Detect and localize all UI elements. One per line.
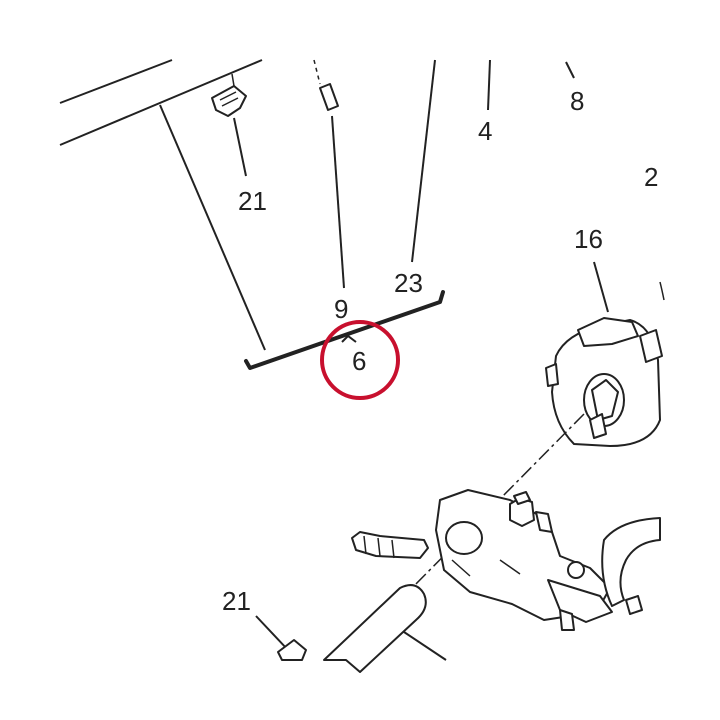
callout-label-16: 16 — [574, 224, 603, 254]
assembly-axis-line — [409, 413, 585, 591]
handlebar-bracket — [59, 59, 266, 351]
handlebar-tube — [323, 584, 447, 673]
highlight-ring — [320, 320, 400, 400]
pin-part-9 — [313, 59, 345, 289]
clip-part-21-top — [211, 73, 247, 177]
clip-part-21-bottom — [255, 615, 307, 661]
callout-label-8: 8 — [570, 86, 584, 116]
switch-housing-part-16 — [545, 261, 665, 447]
callout-label-6: 6 — [352, 346, 366, 376]
callout-label-4: 4 — [478, 116, 492, 146]
callout-label-21-top: 21 — [238, 186, 267, 216]
plunger-rod — [351, 531, 429, 559]
callout-label-9: 9 — [334, 294, 348, 324]
leader-line-8 — [565, 61, 575, 79]
leader-line-4 — [487, 59, 491, 111]
master-cylinder-body — [435, 489, 661, 631]
callout-label-21-bottom: 21 — [222, 586, 251, 616]
callout-label-23: 23 — [394, 268, 423, 298]
callout-arrow — [341, 334, 357, 343]
callout-label-2: 2 — [644, 162, 658, 192]
leader-line-23 — [411, 59, 436, 263]
group-bracket-line — [244, 290, 445, 370]
